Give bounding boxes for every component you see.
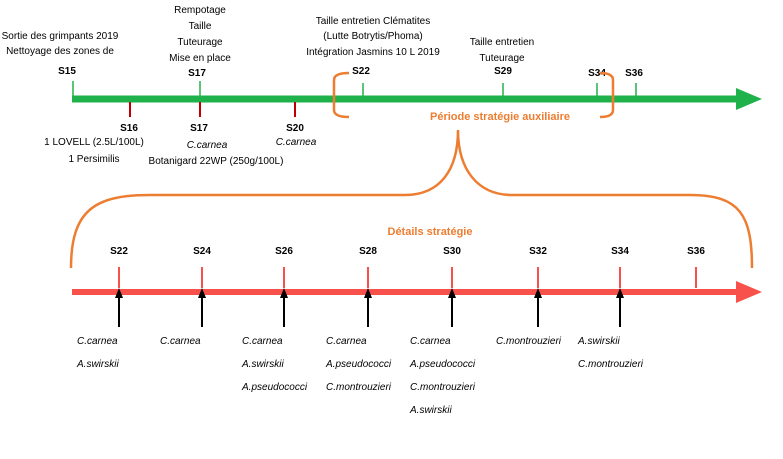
week-s16-lower: S16 1 LOVELL (2.5L/100L) 1 Persimilis <box>44 123 144 165</box>
auxiliary-s30-4: A.swirskii <box>409 405 452 416</box>
s17-note-3: Tuteurage <box>177 37 223 48</box>
auxiliary-s28-3: C.montrouzieri <box>326 382 392 393</box>
auxiliary-s22-1: C.carnea <box>77 336 118 347</box>
s34-upper-label: S34 <box>588 68 606 79</box>
auxiliary-s22-2: A.swirskii <box>76 359 119 370</box>
detail-week-s34-label: S34 <box>611 246 629 257</box>
s17-lower-note-2: Botanigard 22WP (250g/100L) <box>149 156 284 167</box>
auxiliary-s34-1: A.swirskii <box>577 336 620 347</box>
week-s17-upper: Rempotage Taille Tuteurage Mise en place… <box>169 5 231 79</box>
auxiliary-s24-1: C.carnea <box>160 336 201 347</box>
auxiliary-s26-2: A.swirskii <box>241 359 284 370</box>
auxiliary-s30-1: C.carnea <box>410 336 451 347</box>
s16-note-2: 1 Persimilis <box>68 154 119 165</box>
week-s20-lower: S20 C.carnea <box>276 123 317 148</box>
period-bracket-left <box>332 71 350 119</box>
release-arrow-s34-head <box>616 288 624 298</box>
detail-week-s30-label: S30 <box>443 246 461 257</box>
s17-note-1: Rempotage <box>174 5 226 16</box>
detail-week-s36-label: S36 <box>687 246 705 257</box>
week-s22-upper: Taille entretien Clématites (Lutte Botry… <box>306 16 440 77</box>
release-arrow-s28-head <box>364 288 372 298</box>
s17-lower-label: S17 <box>190 123 208 134</box>
s15-note-2: Nettoyage des zones de <box>6 46 114 57</box>
s16-label: S16 <box>120 123 138 134</box>
s15-label: S15 <box>58 66 76 77</box>
s20-note-1: C.carnea <box>276 137 317 148</box>
detail-week-s28-label: S28 <box>359 246 377 257</box>
s17-note-4: Mise en place <box>169 53 231 64</box>
detail-week-s22-label: S22 <box>110 246 128 257</box>
top-timeline: Sortie des grimpants 2019 Nettoyage des … <box>2 5 762 167</box>
s22-note-3: Intégration Jasmins 10 L 2019 <box>306 47 440 58</box>
detail-week-s32-label: S32 <box>529 246 547 257</box>
auxiliary-s26-1: C.carnea <box>242 336 283 347</box>
auxiliary-s28-1: C.carnea <box>326 336 367 347</box>
auxiliary-s28-2: A.pseudococci <box>325 359 392 370</box>
green-timeline-arrow-head <box>736 88 762 110</box>
s29-note-1: Taille entretien <box>470 37 534 48</box>
release-arrow-s24-head <box>198 288 206 298</box>
auxiliary-s34-2: C.montrouzieri <box>578 359 644 370</box>
release-arrow-s26-head <box>280 288 288 298</box>
release-arrow-s22-head <box>115 288 123 298</box>
details-title: Détails stratégie <box>388 226 473 238</box>
s17-note-2: Taille <box>189 21 212 32</box>
s15-note-1: Sortie des grimpants 2019 <box>2 31 119 42</box>
period-label: Période stratégie auxiliaire <box>430 111 570 123</box>
auxiliary-s30-2: A.pseudococci <box>409 359 476 370</box>
week-s17-lower: S17 C.carnea Botanigard 22WP (250g/100L) <box>149 123 284 167</box>
release-arrow-s32-head <box>534 288 542 298</box>
s22-note-2: (Lutte Botrytis/Phoma) <box>323 31 422 42</box>
s17-label: S17 <box>188 68 206 79</box>
release-arrow-s30-head <box>448 288 456 298</box>
detail-week-s26-label: S26 <box>275 246 293 257</box>
s36-upper-label: S36 <box>625 68 643 79</box>
details-curly-brace <box>69 129 754 269</box>
s29-note-2: Tuteurage <box>479 53 525 64</box>
s22-label: S22 <box>352 66 370 77</box>
week-s29-upper: Taille entretien Tuteurage S29 <box>470 37 534 77</box>
s22-note-1: Taille entretien Clématites <box>316 16 431 27</box>
s16-note-1: 1 LOVELL (2.5L/100L) <box>44 137 144 148</box>
week-s15-upper: Sortie des grimpants 2019 Nettoyage des … <box>2 31 119 77</box>
red-timeline-arrow-head <box>736 281 762 303</box>
auxiliary-s32-1: C.montrouzieri <box>496 336 562 347</box>
s17-lower-note-1: C.carnea <box>187 140 228 151</box>
auxiliary-s30-3: C.montrouzieri <box>410 382 476 393</box>
s20-label: S20 <box>286 123 304 134</box>
auxiliary-s26-3: A.pseudococci <box>241 382 308 393</box>
detail-week-s24-label: S24 <box>193 246 211 257</box>
period-bracket-right <box>599 71 615 119</box>
s29-label: S29 <box>494 66 512 77</box>
bottom-timeline: S22C.carneaA.swirskiiS24C.carneaS26C.car… <box>72 246 762 416</box>
